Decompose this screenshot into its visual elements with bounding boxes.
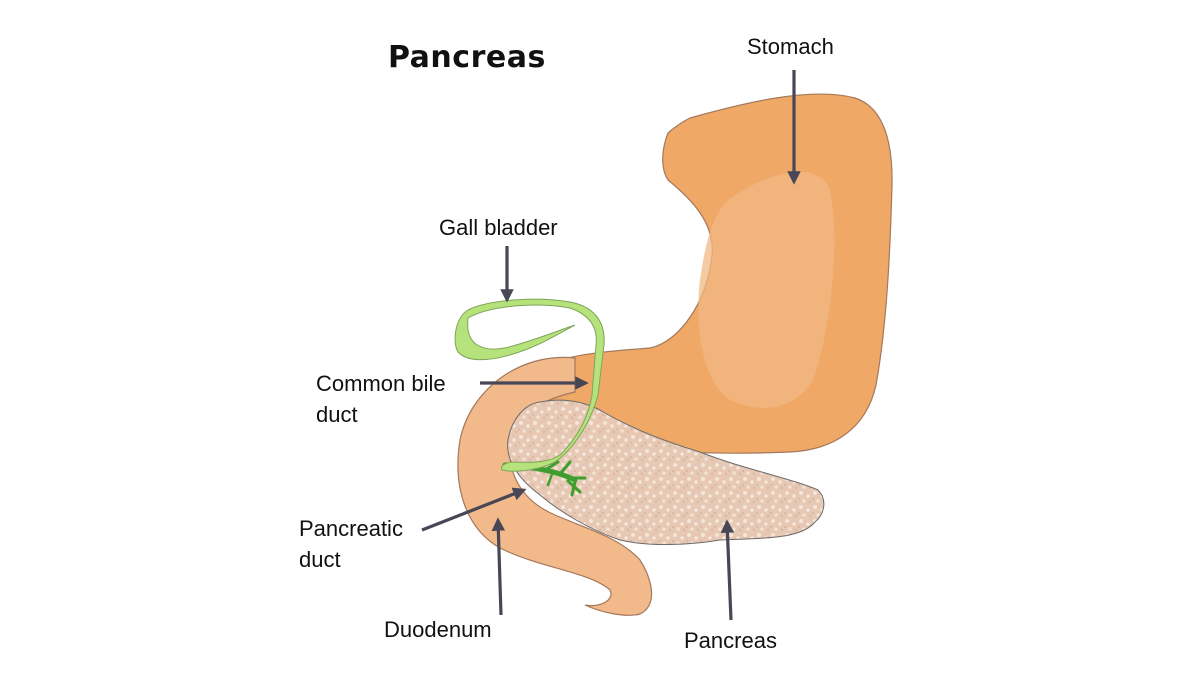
duodenum-shape [457,356,653,616]
stomach-label: Stomach [747,34,834,59]
common-bile-duct-label-line-1: Common bile [316,371,446,396]
pancreatic-duct-label-line-1: Pancreatic [299,516,403,541]
stomach-highlight [698,171,835,408]
pancreas-shape [507,399,825,546]
pancreatic-duct-arrow [421,487,527,532]
common-bile-duct-label-line-2: duct [316,402,358,427]
pancreas-arrow [720,519,735,621]
duodenum-arrow [491,517,506,616]
gall-bladder-label: Gall bladder [439,215,558,240]
gall-bladder-shape [454,298,605,472]
duodenum-label: Duodenum [384,617,492,642]
pancreatic-duct-label-line-2: duct [299,547,341,572]
diagram-title: Pancreas [388,40,546,75]
pancreas-label: Pancreas [684,628,777,653]
